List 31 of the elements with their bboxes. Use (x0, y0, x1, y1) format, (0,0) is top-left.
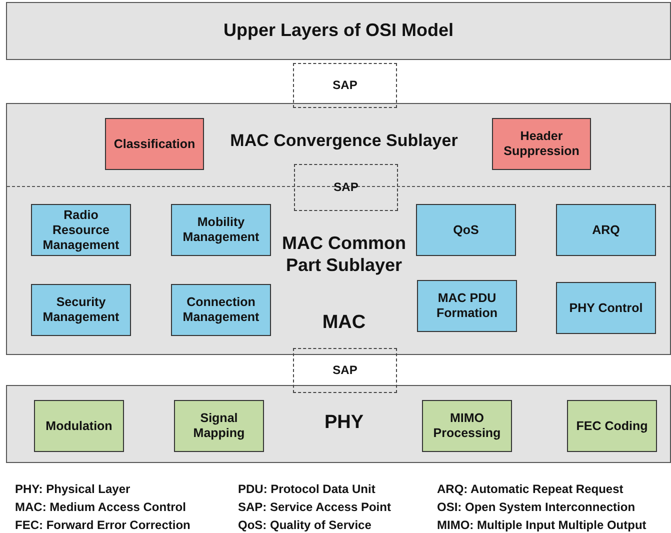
function-box: Classification (105, 118, 204, 170)
function-box: MIMO Processing (422, 400, 512, 452)
abbreviation-note: ARQ: Automatic Repeat Request (437, 482, 624, 496)
function-box: Modulation (34, 400, 124, 452)
function-box: Radio Resource Management (31, 204, 131, 256)
function-box: Header Suppression (492, 118, 591, 170)
abbreviation-note: PHY: Physical Layer (15, 482, 130, 496)
function-box: MAC PDU Formation (417, 280, 517, 332)
function-box: FEC Coding (567, 400, 657, 452)
abbreviation-note: QoS: Quality of Service (238, 518, 372, 532)
abbreviation-note: SAP: Service Access Point (238, 500, 391, 514)
function-box: Signal Mapping (174, 400, 264, 452)
function-box: ARQ (556, 204, 656, 256)
abbreviation-note: MIMO: Multiple Input Multiple Output (437, 518, 646, 532)
abbreviation-note: OSI: Open System Interconnection (437, 500, 636, 514)
function-box: Mobility Management (171, 204, 271, 256)
layer-title: MAC Common Part Sublayer (281, 233, 407, 276)
layer-title: MAC Convergence Sublayer (229, 131, 459, 152)
layer-title: MAC (321, 312, 367, 335)
sap-box: SAP (294, 164, 398, 211)
function-box: PHY Control (556, 282, 656, 334)
abbreviation-note: FEC: Forward Error Correction (15, 518, 190, 532)
layer-title: PHY (323, 412, 365, 435)
function-box: Security Management (31, 284, 131, 336)
abbreviation-note: PDU: Protocol Data Unit (238, 482, 376, 496)
layer-band (6, 385, 671, 463)
function-box: QoS (416, 204, 516, 256)
layer-band (6, 103, 671, 355)
abbreviation-note: MAC: Medium Access Control (15, 500, 186, 514)
layer-band: Upper Layers of OSI Model (6, 2, 671, 60)
function-box: Connection Management (171, 284, 271, 336)
